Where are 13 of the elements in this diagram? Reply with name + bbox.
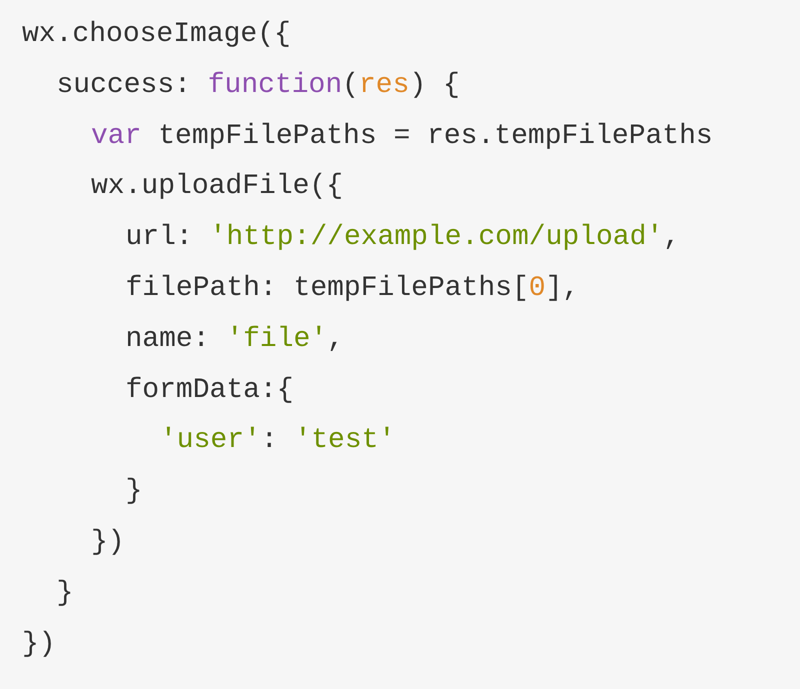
code-line: formData:{ [126, 374, 294, 408]
code-line: } [126, 475, 142, 510]
code-line: name: 'file', [126, 322, 344, 357]
code-line: 'user': 'test' [160, 424, 396, 458]
code-line: } [56, 576, 74, 611]
code-line: }) [22, 628, 56, 662]
code-line: wx.chooseImage({ [22, 18, 291, 52]
code-line: }) [91, 526, 125, 560]
code-line: var tempFilePaths = res.tempFilePaths [91, 120, 713, 154]
code-line: wx.uploadFile({ [91, 170, 344, 204]
code-line: filePath: tempFilePaths[0], [126, 272, 580, 306]
code-line: url: 'http://example.com/upload', [126, 221, 680, 256]
code-line: success: function(res) { [56, 68, 460, 103]
